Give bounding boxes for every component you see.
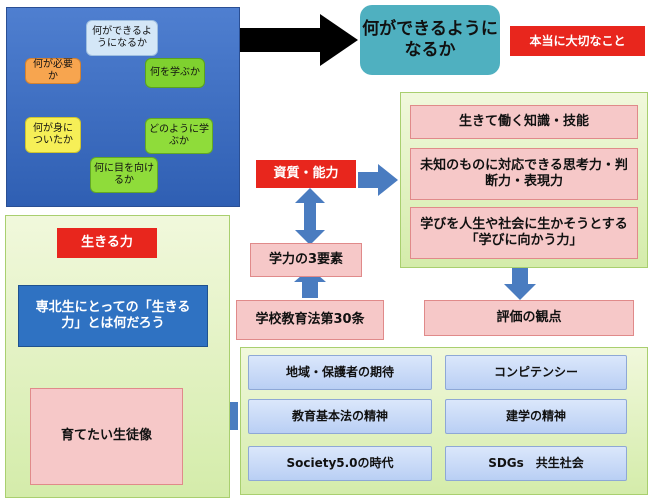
senpoku-question-box: 専北生にとっての「生きる力」とは何だろう xyxy=(18,285,208,347)
cycle-item-look-at: 何に目を向けるか xyxy=(90,157,158,193)
source-competency: コンピテンシー xyxy=(445,355,627,390)
cycle-item-what-to-learn: 何を学ぶか xyxy=(145,58,205,88)
source-society5: Society5.0の時代 xyxy=(248,446,432,481)
source-community: 地域・保護者の期待 xyxy=(248,355,432,390)
cycle-item-needed: 何が必要か xyxy=(25,58,81,84)
ability-motivation: 学びを人生や社会に生かそうとする「学びに向かう力」 xyxy=(410,207,638,259)
cycle-item-how-to-learn: どのように学ぶか xyxy=(145,118,213,154)
important-label: 本当に大切なこと xyxy=(510,26,645,56)
arrow-to-evaluation xyxy=(504,268,536,300)
cycle-item-acquired: 何が身についたか xyxy=(25,117,81,153)
three-elements-box: 学力の3要素 xyxy=(250,243,362,277)
cycle-item-what-can-do: 何ができるようになるか xyxy=(86,20,158,56)
source-sdgs: SDGs 共生社会 xyxy=(445,446,627,481)
source-education-law: 教育基本法の精神 xyxy=(248,399,432,434)
abilities-label: 資質・能力 xyxy=(256,160,356,188)
ideal-student-box: 育てたい生徒像 xyxy=(30,388,183,485)
evaluation-box: 評価の観点 xyxy=(424,300,634,336)
goal-box: 何ができるようになるか xyxy=(360,5,500,75)
arrow-abilities-right xyxy=(358,164,398,196)
ability-thinking: 未知のものに対応できる思考力・判断力・表現力 xyxy=(410,148,638,200)
school-law-box: 学校教育法第30条 xyxy=(236,300,384,340)
ability-knowledge: 生きて働く知識・技能 xyxy=(410,105,638,139)
ikiru-label: 生きる力 xyxy=(57,228,157,258)
arrow-abilities-three xyxy=(295,188,325,245)
black-arrow xyxy=(150,14,358,66)
source-founding-spirit: 建学の精神 xyxy=(445,399,627,434)
